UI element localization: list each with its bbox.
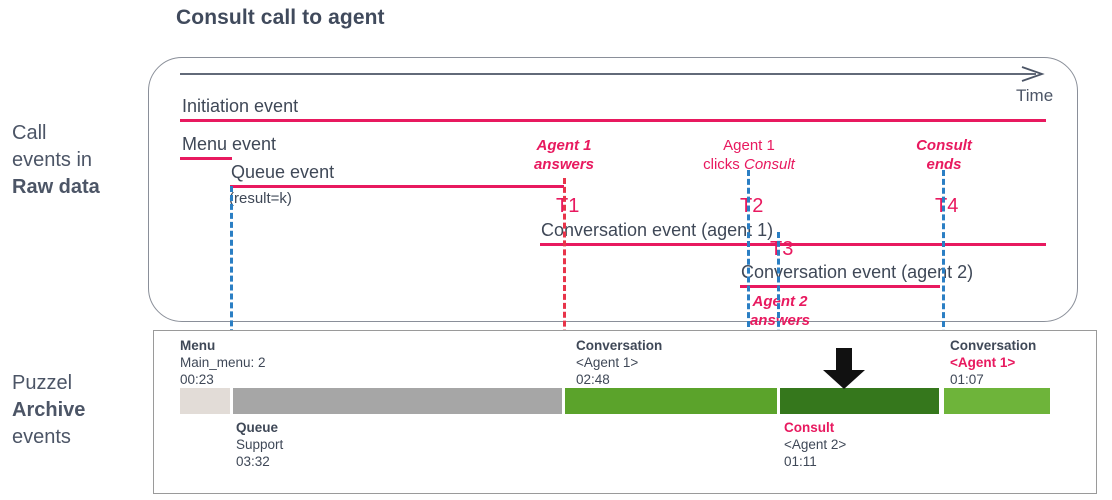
note-consult-ends-line2: ends bbox=[926, 156, 962, 173]
note-agent1-clicks-plain: clicks bbox=[703, 156, 744, 173]
row-label-archive-line2: Archive bbox=[12, 399, 86, 421]
archive-annotation-queue-title: Queue bbox=[236, 420, 279, 435]
archive-annotation-consult-agent2: Consult <Agent 2> 01:11 bbox=[784, 419, 846, 470]
event-bar-initiation bbox=[180, 119, 1046, 122]
time-marker-t1: T1 bbox=[556, 195, 580, 217]
row-label-raw-line3: Raw data bbox=[12, 176, 100, 198]
note-agent2-answers: Agent 2 answers bbox=[720, 292, 840, 330]
archive-annotation-conv2-title: Conversation bbox=[950, 338, 1037, 353]
dashed-line-t4 bbox=[942, 170, 945, 398]
note-consult-ends: Consult ends bbox=[888, 136, 1000, 174]
archive-annotation-conversation-agent1-resume: Conversation <Agent 1> 01:07 bbox=[950, 337, 1036, 388]
archive-annotation-conv2-duration: 01:07 bbox=[950, 372, 984, 387]
page-title: Consult call to agent bbox=[176, 6, 385, 29]
note-consult-ends-line1: Consult bbox=[916, 137, 972, 154]
archive-annotation-menu-duration: 00:23 bbox=[180, 372, 214, 387]
event-label-queue: Queue event bbox=[231, 162, 335, 182]
raw-data-container bbox=[148, 57, 1078, 322]
archive-annotation-conv2-detail: <Agent 1> bbox=[950, 355, 1016, 370]
dashed-line-t1 bbox=[563, 178, 566, 398]
event-label-menu: Menu event bbox=[182, 134, 277, 154]
row-label-raw-line2: events in bbox=[12, 149, 93, 171]
event-bar-conversation-agent2 bbox=[740, 285, 940, 288]
row-label-raw-data: Call events in Raw data bbox=[12, 120, 147, 201]
event-bar-conversation-agent1 bbox=[540, 243, 1046, 246]
note-agent1-clicks-line2: clicks Consult bbox=[683, 155, 815, 174]
archive-annotation-queue-duration: 03:32 bbox=[236, 454, 270, 469]
archive-annotation-consult-title: Consult bbox=[784, 420, 835, 435]
event-bar-queue bbox=[230, 185, 564, 188]
archive-annotation-menu-title: Menu bbox=[180, 338, 216, 353]
event-label-conversation-agent2: Conversation event (agent 2) bbox=[741, 262, 974, 282]
note-agent1-answers-line2: answers bbox=[533, 156, 595, 173]
row-label-archive-line3: events bbox=[12, 426, 71, 448]
archive-annotation-conversation-agent1: Conversation <Agent 1> 02:48 bbox=[576, 337, 662, 388]
event-label-initiation: Initiation event bbox=[182, 96, 299, 116]
time-axis-arrow bbox=[180, 66, 1045, 82]
archive-annotation-queue-detail: Support bbox=[236, 437, 284, 452]
note-agent2-answers-line2: answers bbox=[749, 312, 811, 329]
archive-annotation-menu: Menu Main_menu: 2 00:23 bbox=[180, 337, 266, 388]
archive-bar-conversation-agent1-resume[interactable] bbox=[944, 388, 1050, 414]
archive-bar-consult-agent2[interactable] bbox=[780, 388, 939, 414]
archive-annotation-conv1-duration: 02:48 bbox=[576, 372, 610, 387]
time-axis-label: Time bbox=[1016, 86, 1054, 105]
dashed-line-queue-start bbox=[230, 186, 233, 398]
archive-bar-menu[interactable] bbox=[180, 388, 230, 414]
time-marker-t3: T3 bbox=[770, 238, 794, 260]
archive-annotation-conv1-title: Conversation bbox=[576, 338, 663, 353]
archive-annotation-menu-detail: Main_menu: 2 bbox=[180, 355, 266, 370]
archive-bar-conversation-agent1[interactable] bbox=[565, 388, 777, 414]
note-agent1-answers: Agent 1 answers bbox=[505, 136, 623, 174]
dashed-line-t2 bbox=[747, 170, 750, 398]
note-agent1-clicks-italic: Consult bbox=[743, 156, 795, 173]
note-agent2-answers-line1: Agent 2 bbox=[752, 293, 808, 310]
event-label-queue-result: (result=k) bbox=[229, 190, 292, 207]
row-label-archive-line1: Puzzel bbox=[12, 372, 73, 394]
row-label-raw-line1: Call bbox=[12, 122, 47, 144]
archive-annotation-conv1-detail: <Agent 1> bbox=[576, 355, 639, 370]
time-marker-t4: T4 bbox=[935, 195, 959, 217]
event-bar-menu bbox=[180, 157, 232, 160]
down-arrow-icon bbox=[823, 348, 865, 389]
row-label-archive: Puzzel Archive events bbox=[12, 370, 147, 451]
archive-annotation-consult-duration: 01:11 bbox=[784, 454, 817, 469]
time-marker-t2: T2 bbox=[740, 195, 764, 217]
event-label-conversation-agent1: Conversation event (agent 1) bbox=[541, 220, 774, 240]
archive-bar-queue[interactable] bbox=[233, 388, 562, 414]
note-agent1-clicks-consult: Agent 1 clicks Consult bbox=[683, 136, 815, 174]
archive-annotation-consult-detail: <Agent 2> bbox=[784, 437, 847, 452]
dashed-line-t3 bbox=[777, 232, 780, 398]
note-agent1-clicks-line1: Agent 1 bbox=[723, 137, 775, 154]
note-agent1-answers-line1: Agent 1 bbox=[536, 137, 592, 154]
archive-annotation-queue: Queue Support 03:32 bbox=[236, 419, 283, 470]
